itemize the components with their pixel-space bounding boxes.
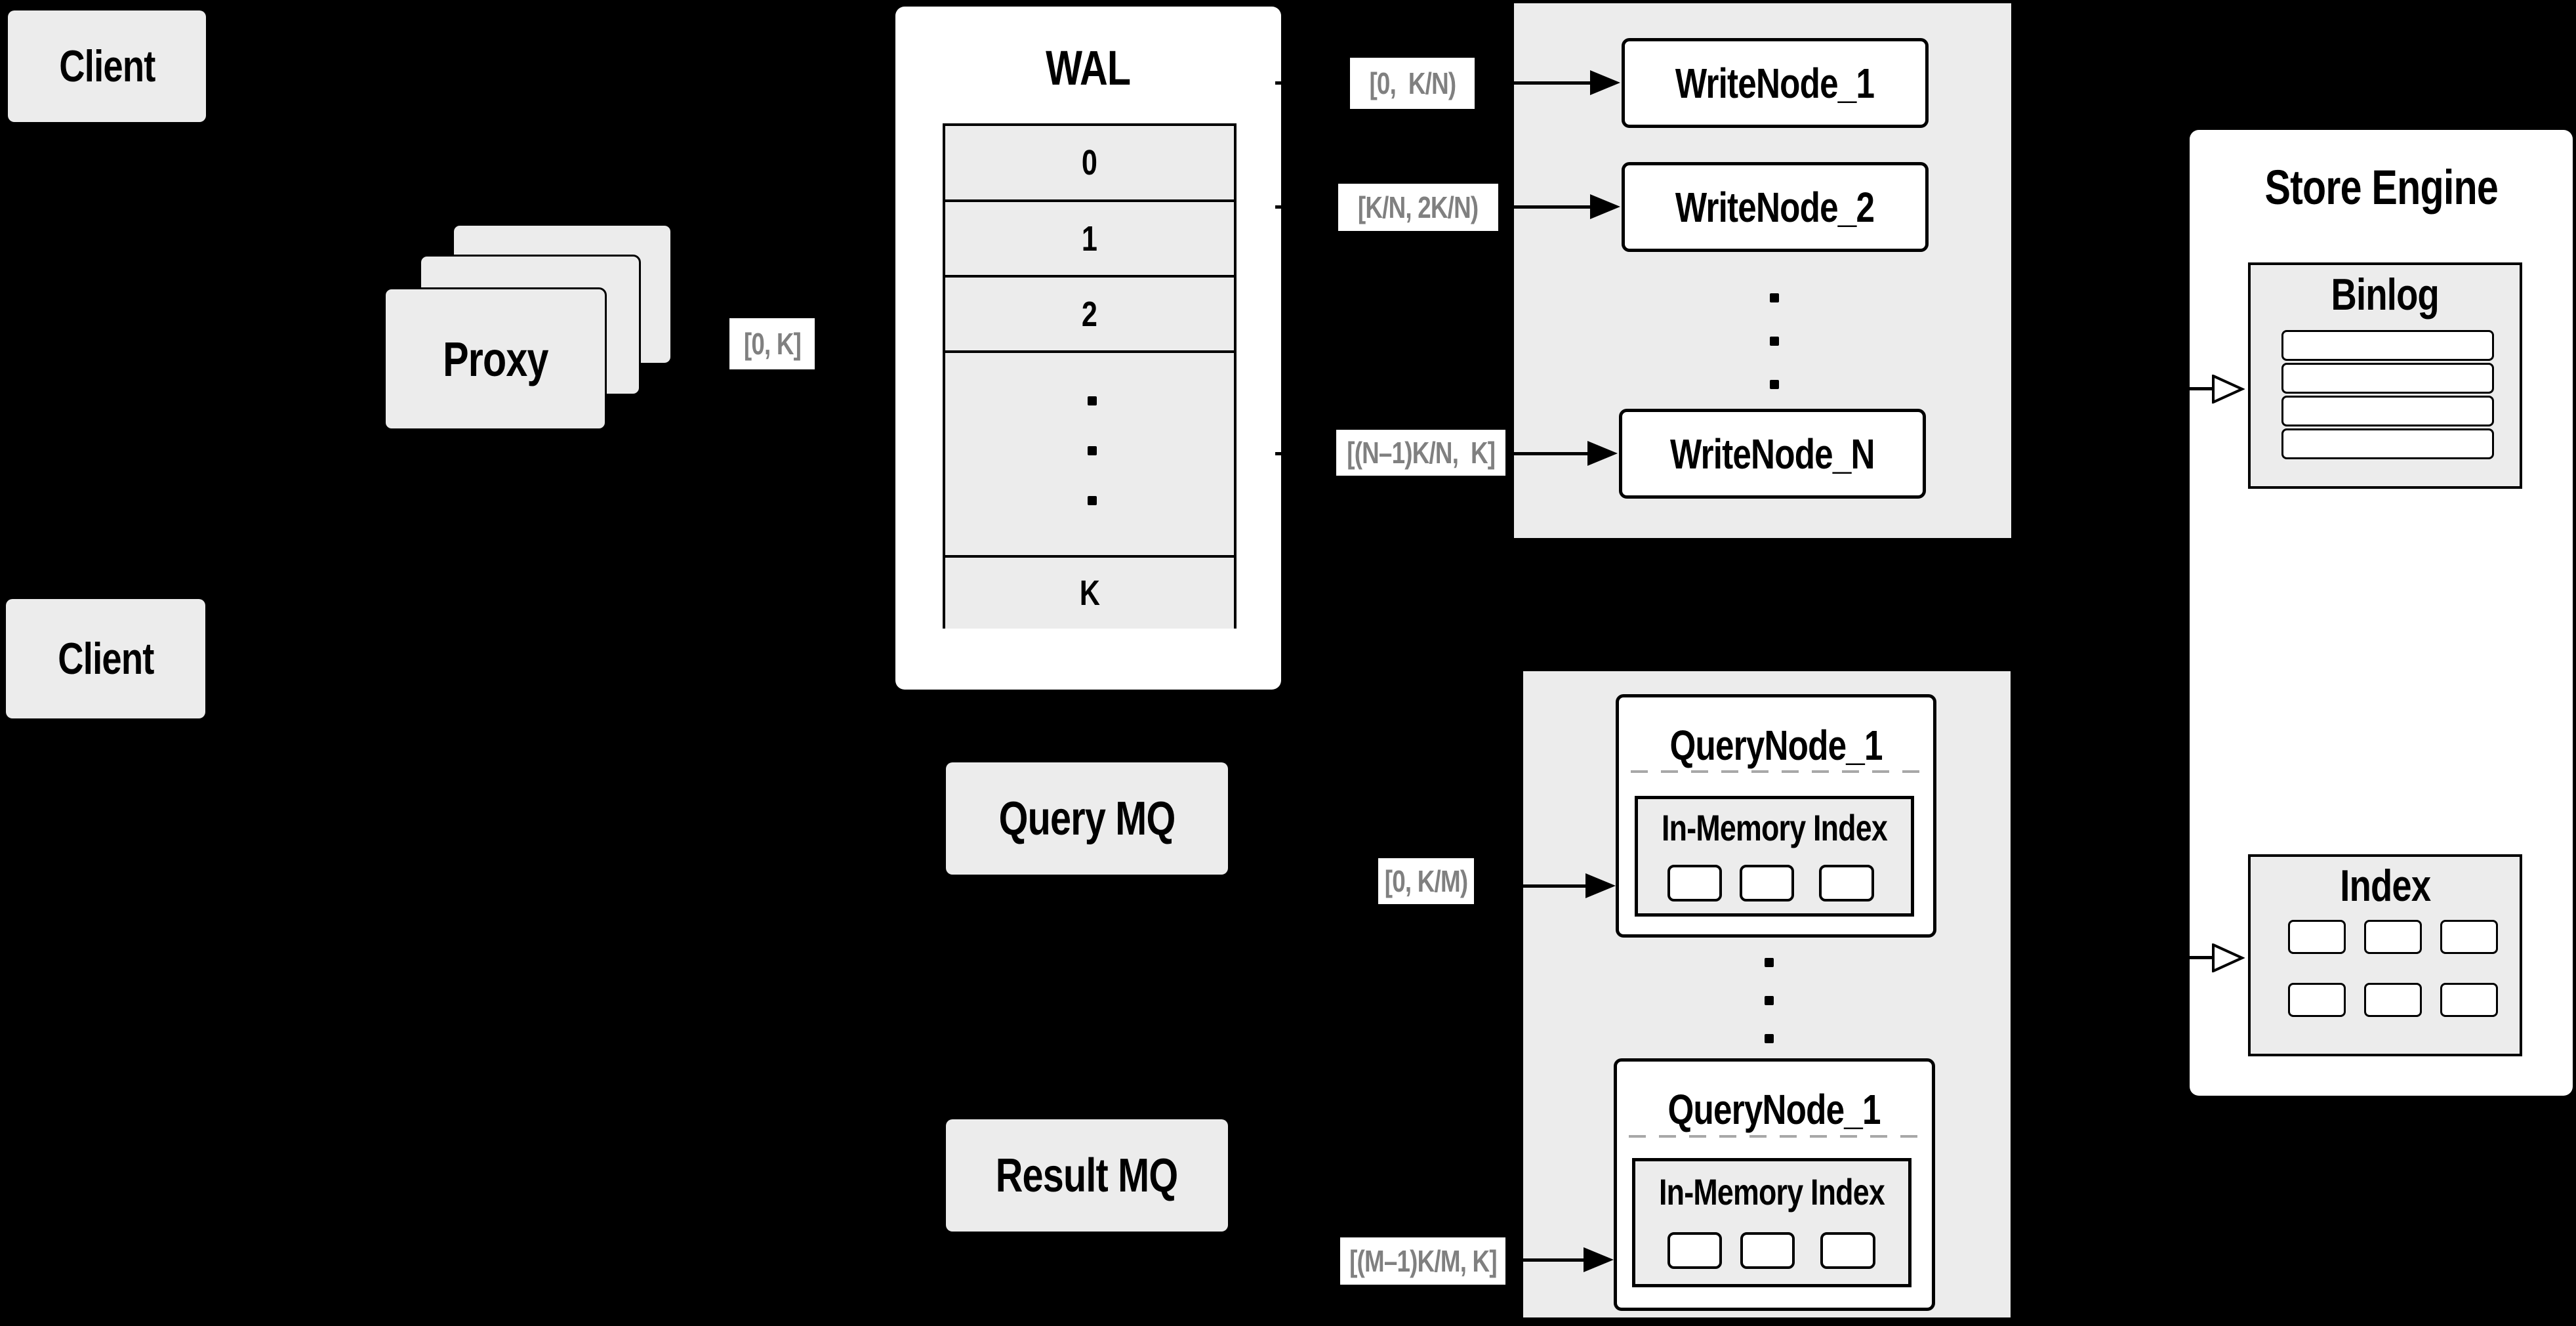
wal-title: WAL xyxy=(895,38,1281,97)
dashed-divider xyxy=(1629,1135,1920,1138)
segment-cell xyxy=(1819,865,1874,901)
querynode-1-title-text: QueryNode_1 xyxy=(1669,722,1883,769)
writenode-n-label: WriteNode_N xyxy=(1670,430,1875,478)
segment-cell xyxy=(1740,865,1794,901)
write-range-chip-2: [K/N, 2K/N) xyxy=(1338,184,1498,231)
ellipsis-dot xyxy=(1088,446,1097,455)
binlog-row xyxy=(2281,363,2494,394)
store-engine-title-text: Store Engine xyxy=(2264,159,2498,215)
writenode-2-label: WriteNode_2 xyxy=(1675,183,1875,231)
query-mq-box: Query MQ xyxy=(946,762,1228,875)
write-range-1-label: [0, K/N) xyxy=(1369,66,1456,100)
write-range-n-label: [(N–1)K/N, K] xyxy=(1347,436,1496,470)
segment-cell xyxy=(1667,865,1722,901)
result-mq-label: Result MQ xyxy=(996,1149,1178,1202)
index-title-text: Index xyxy=(2339,861,2431,911)
wal-ellipsis-row xyxy=(945,353,1234,558)
write-range-2-label: [K/N, 2K/N) xyxy=(1358,190,1479,224)
ellipsis-dot xyxy=(1765,996,1774,1005)
binlog-row xyxy=(2281,428,2494,459)
query-mq-label: Query MQ xyxy=(998,792,1176,845)
write-range-chip-1: [0, K/N) xyxy=(1350,58,1475,109)
arrow-index-shaft xyxy=(2165,956,2215,959)
wal-segment-row: 1 xyxy=(945,202,1234,278)
query-range-chip-m: [(M–1)K/M, K] xyxy=(1340,1237,1505,1285)
wal-segment-row: 0 xyxy=(945,126,1234,202)
store-engine-title: Store Engine xyxy=(2190,157,2573,217)
in-memory-index-1-text: In-Memory Index xyxy=(1662,806,1888,848)
arrow-querynode1-shaft xyxy=(1391,884,1589,888)
wal-segment-k: K xyxy=(1079,573,1100,613)
binlog-row xyxy=(2281,396,2494,426)
ellipsis-dot xyxy=(1770,293,1779,302)
wal-segment-table: 0 1 2 K xyxy=(943,123,1237,629)
ellipsis-dot xyxy=(1765,1034,1774,1043)
index-cell xyxy=(2364,920,2422,954)
ellipsis-dot xyxy=(1770,380,1779,389)
binlog-row xyxy=(2281,330,2494,361)
in-memory-index-2-text: In-Memory Index xyxy=(1659,1171,1885,1212)
arrowhead-binlog-open-icon xyxy=(2212,375,2245,404)
writenode-2-box: WriteNode_2 xyxy=(1622,162,1929,252)
writenode-1-label: WriteNode_1 xyxy=(1675,59,1875,107)
writenode-n-box: WriteNode_N xyxy=(1619,409,1926,499)
writenode-1-box: WriteNode_1 xyxy=(1622,38,1929,128)
client-top-box: Client xyxy=(8,10,206,122)
store-engine-box: Store Engine Binlog Index xyxy=(2190,130,2573,1096)
in-memory-index-box-2: In-Memory Index xyxy=(1632,1158,1912,1287)
index-title: Index xyxy=(2251,857,2520,915)
wal-segment-row-last: K xyxy=(945,558,1234,629)
result-mq-box: Result MQ xyxy=(946,1119,1228,1232)
in-memory-index-box-1: In-Memory Index xyxy=(1635,796,1914,917)
querynode-2-title-text: QueryNode_1 xyxy=(1667,1086,1881,1133)
segment-cell xyxy=(1667,1232,1722,1269)
binlog-title-text: Binlog xyxy=(2331,270,2440,320)
in-memory-index-title-1: In-Memory Index xyxy=(1638,799,1911,856)
wal-segment-2: 2 xyxy=(1082,294,1097,334)
client-top-label: Client xyxy=(58,41,155,91)
arrowhead-index-open-icon xyxy=(2212,943,2245,972)
querynode-2-title: QueryNode_1 xyxy=(1617,1073,1932,1146)
binlog-title: Binlog xyxy=(2251,265,2520,324)
binlog-box: Binlog xyxy=(2248,262,2522,489)
dashed-divider xyxy=(1631,770,1921,773)
wal-segment-0: 0 xyxy=(1082,143,1097,182)
wal-title-text: WAL xyxy=(1046,40,1131,95)
wal-segment-row: 2 xyxy=(945,278,1234,353)
proxy-range-label: [0, K] xyxy=(743,327,801,361)
index-cell xyxy=(2288,920,2346,954)
query-range-chip-1: [0, K/M) xyxy=(1378,858,1474,904)
proxy-box-front: Proxy xyxy=(384,287,607,430)
arrowhead-writenode1-icon xyxy=(1590,70,1620,95)
proxy-label: Proxy xyxy=(442,331,548,386)
segment-cell xyxy=(1740,1232,1795,1269)
proxy-range-chip: [0, K] xyxy=(729,318,815,369)
ellipsis-dot xyxy=(1765,958,1774,967)
querynode-1-box: QueryNode_1 In-Memory Index xyxy=(1616,694,1936,938)
client-bottom-label: Client xyxy=(57,634,154,684)
index-cell xyxy=(2440,983,2498,1017)
in-memory-index-title-2: In-Memory Index xyxy=(1635,1161,1908,1222)
ellipsis-dot xyxy=(1088,396,1097,405)
query-range-m-label: [(M–1)K/M, K] xyxy=(1349,1244,1497,1278)
client-bottom-box: Client xyxy=(6,599,205,718)
index-cell xyxy=(2440,920,2498,954)
ellipsis-dot xyxy=(1088,496,1097,505)
arrowhead-writenoden-icon xyxy=(1587,441,1618,466)
index-cell xyxy=(2288,983,2346,1017)
arrowhead-querynode2-icon xyxy=(1584,1247,1614,1272)
ellipsis-dot xyxy=(1770,337,1779,346)
querynode-1-title: QueryNode_1 xyxy=(1619,709,1933,781)
wal-segment-1: 1 xyxy=(1082,218,1097,259)
arrow-binlog-shaft xyxy=(2165,387,2215,390)
write-range-chip-n: [(N–1)K/N, K] xyxy=(1336,430,1505,476)
arrowhead-querynode1-icon xyxy=(1585,873,1616,898)
querynode-2-box: QueryNode_1 In-Memory Index xyxy=(1614,1058,1935,1311)
arrowhead-writenode2-icon xyxy=(1590,194,1620,219)
index-cell xyxy=(2364,983,2422,1017)
query-range-1-label: [0, K/M) xyxy=(1384,864,1468,898)
segment-cell xyxy=(1820,1232,1875,1269)
wal-box: WAL 0 1 2 K xyxy=(895,7,1281,690)
index-box: Index xyxy=(2248,854,2522,1056)
